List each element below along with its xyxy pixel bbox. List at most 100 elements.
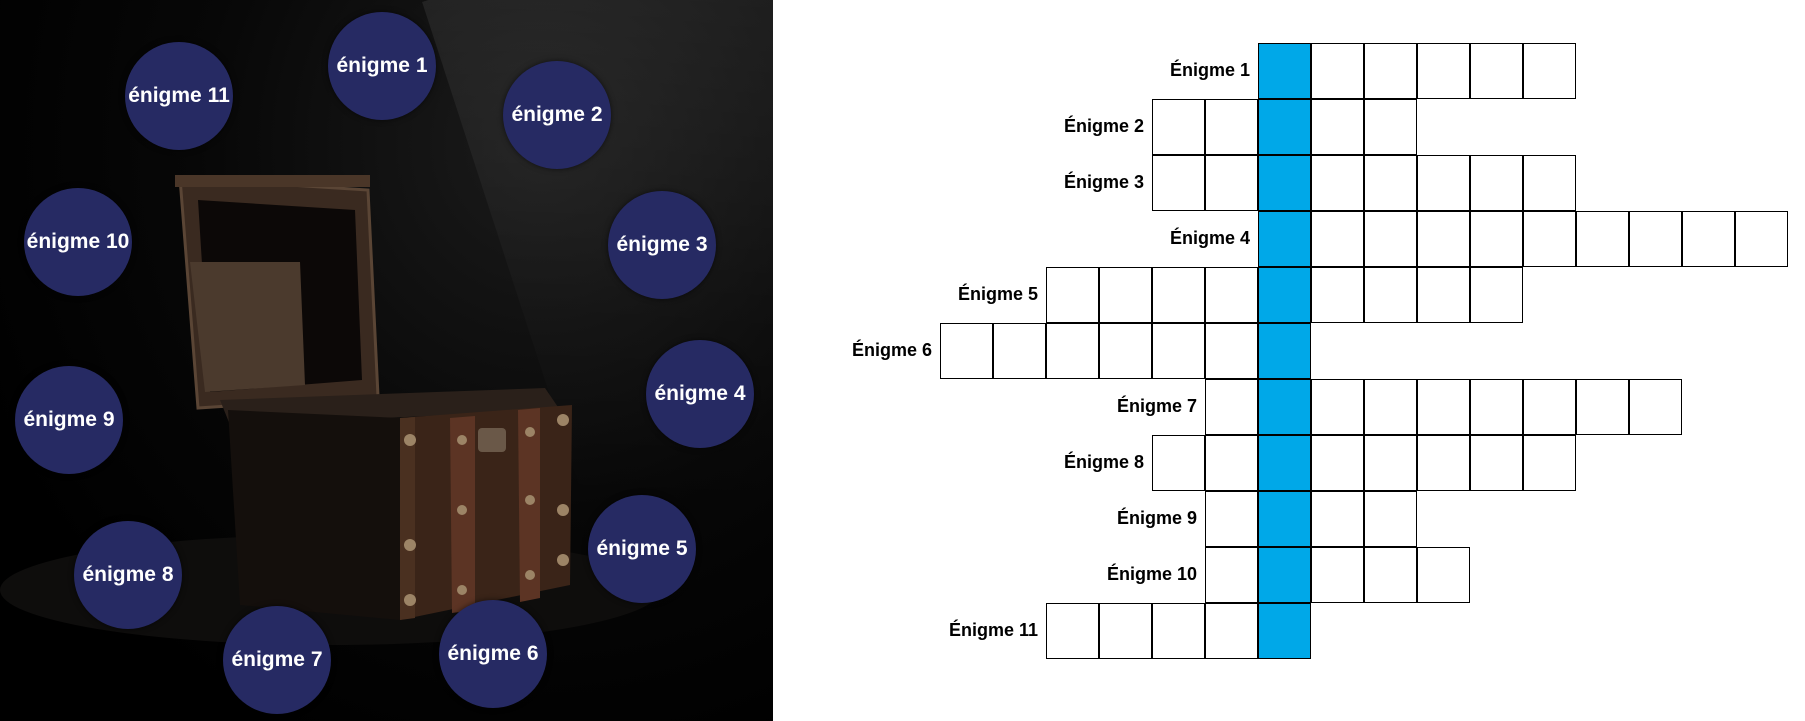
- letter-cell[interactable]: [1364, 211, 1417, 267]
- letter-cell[interactable]: [1470, 379, 1523, 435]
- letter-cell[interactable]: [1364, 435, 1417, 491]
- key-letter-cell[interactable]: [1258, 43, 1311, 99]
- letter-cell[interactable]: [1576, 211, 1629, 267]
- letter-cell[interactable]: [1364, 267, 1417, 323]
- letter-cell[interactable]: [1523, 43, 1576, 99]
- letter-cell[interactable]: [1364, 379, 1417, 435]
- riddle-circle-label: énigme 5: [596, 537, 688, 560]
- letter-cell[interactable]: [1417, 267, 1470, 323]
- key-letter-cell[interactable]: [1258, 547, 1311, 603]
- letter-cell[interactable]: [1205, 323, 1258, 379]
- letter-cell[interactable]: [1364, 547, 1417, 603]
- riddle-circle-label: énigme 6: [447, 642, 539, 665]
- riddle-circle-11[interactable]: énigme 11: [125, 42, 233, 150]
- riddle-circle-label: énigme 2: [511, 103, 603, 126]
- key-letter-cell[interactable]: [1258, 267, 1311, 323]
- letter-cell[interactable]: [1099, 323, 1152, 379]
- riddle-circle-label: énigme 1: [336, 54, 428, 77]
- key-letter-cell[interactable]: [1258, 491, 1311, 547]
- riddle-circle-8[interactable]: énigme 8: [74, 521, 182, 629]
- letter-cell[interactable]: [993, 323, 1046, 379]
- riddle-circle-10[interactable]: énigme 10: [24, 188, 132, 296]
- letter-cell[interactable]: [1205, 379, 1258, 435]
- riddle-row-label: Énigme 11: [948, 620, 1038, 640]
- letter-cell[interactable]: [1311, 379, 1364, 435]
- letter-cell[interactable]: [1682, 211, 1735, 267]
- riddle-circle-label: énigme 8: [82, 563, 174, 586]
- letter-cell[interactable]: [1417, 43, 1470, 99]
- letter-cell[interactable]: [1205, 435, 1258, 491]
- letter-cell[interactable]: [1046, 323, 1099, 379]
- letter-cell[interactable]: [1470, 211, 1523, 267]
- letter-cell[interactable]: [1629, 379, 1682, 435]
- letter-cell[interactable]: [1152, 435, 1205, 491]
- letter-cell[interactable]: [1417, 547, 1470, 603]
- letter-cell[interactable]: [1152, 155, 1205, 211]
- letter-cell[interactable]: [1417, 211, 1470, 267]
- key-letter-cell[interactable]: [1258, 211, 1311, 267]
- letter-cell[interactable]: [1152, 99, 1205, 155]
- letter-cell[interactable]: [1470, 267, 1523, 323]
- letter-cell[interactable]: [1417, 435, 1470, 491]
- letter-cell[interactable]: [940, 323, 993, 379]
- letter-cell[interactable]: [1311, 547, 1364, 603]
- letter-cell[interactable]: [1523, 379, 1576, 435]
- letter-cell[interactable]: [1311, 267, 1364, 323]
- letter-cell[interactable]: [1311, 435, 1364, 491]
- letter-cell[interactable]: [1311, 491, 1364, 547]
- letter-cell[interactable]: [1099, 603, 1152, 659]
- letter-cell[interactable]: [1523, 435, 1576, 491]
- letter-cell[interactable]: [1311, 99, 1364, 155]
- riddle-row-label: Énigme 9: [1116, 508, 1197, 528]
- riddle-circle-5[interactable]: énigme 5: [588, 495, 696, 603]
- riddle-circle-3[interactable]: énigme 3: [608, 191, 716, 299]
- letter-cell[interactable]: [1205, 267, 1258, 323]
- letter-cell[interactable]: [1523, 155, 1576, 211]
- letter-cell[interactable]: [1099, 267, 1152, 323]
- key-letter-cell[interactable]: [1258, 603, 1311, 659]
- letter-cell[interactable]: [1046, 603, 1099, 659]
- riddle-circle-9[interactable]: énigme 9: [15, 366, 123, 474]
- letter-cell[interactable]: [1205, 99, 1258, 155]
- letter-cell[interactable]: [1470, 435, 1523, 491]
- letter-cell[interactable]: [1205, 547, 1258, 603]
- letter-cell[interactable]: [1470, 155, 1523, 211]
- key-letter-cell[interactable]: [1258, 155, 1311, 211]
- riddle-circle-label: énigme 11: [128, 84, 230, 107]
- riddle-circle-2[interactable]: énigme 2: [503, 61, 611, 169]
- riddle-row-label: Énigme 10: [1106, 564, 1197, 584]
- letter-cell[interactable]: [1417, 379, 1470, 435]
- letter-cell[interactable]: [1576, 379, 1629, 435]
- letter-cell[interactable]: [1364, 491, 1417, 547]
- riddle-circle-label: énigme 3: [616, 233, 708, 256]
- letter-cell[interactable]: [1364, 155, 1417, 211]
- key-letter-cell[interactable]: [1258, 435, 1311, 491]
- letter-cell[interactable]: [1364, 99, 1417, 155]
- letter-cell[interactable]: [1364, 43, 1417, 99]
- letter-cell[interactable]: [1152, 323, 1205, 379]
- letter-cell[interactable]: [1311, 155, 1364, 211]
- letter-cell[interactable]: [1735, 211, 1788, 267]
- letter-cell[interactable]: [1205, 491, 1258, 547]
- letter-cell[interactable]: [1205, 603, 1258, 659]
- riddle-circle-7[interactable]: énigme 7: [223, 606, 331, 714]
- letter-cell[interactable]: [1417, 155, 1470, 211]
- letter-cell[interactable]: [1629, 211, 1682, 267]
- letter-cell[interactable]: [1152, 267, 1205, 323]
- letter-cell[interactable]: [1152, 603, 1205, 659]
- letter-cell[interactable]: [1470, 43, 1523, 99]
- letter-cell[interactable]: [1311, 43, 1364, 99]
- riddle-circle-1[interactable]: énigme 1: [328, 12, 436, 120]
- key-letter-cell[interactable]: [1258, 379, 1311, 435]
- riddle-row-label: Énigme 7: [1116, 396, 1197, 416]
- riddle-circle-6[interactable]: énigme 6: [439, 600, 547, 708]
- key-letter-cell[interactable]: [1258, 323, 1311, 379]
- letter-cell[interactable]: [1046, 267, 1099, 323]
- riddle-circle-label: énigme 7: [231, 648, 323, 671]
- riddle-circle-4[interactable]: énigme 4: [646, 340, 754, 448]
- key-letter-cell[interactable]: [1258, 99, 1311, 155]
- riddle-circle-label: énigme 4: [654, 382, 746, 405]
- letter-cell[interactable]: [1523, 211, 1576, 267]
- letter-cell[interactable]: [1205, 155, 1258, 211]
- letter-cell[interactable]: [1311, 211, 1364, 267]
